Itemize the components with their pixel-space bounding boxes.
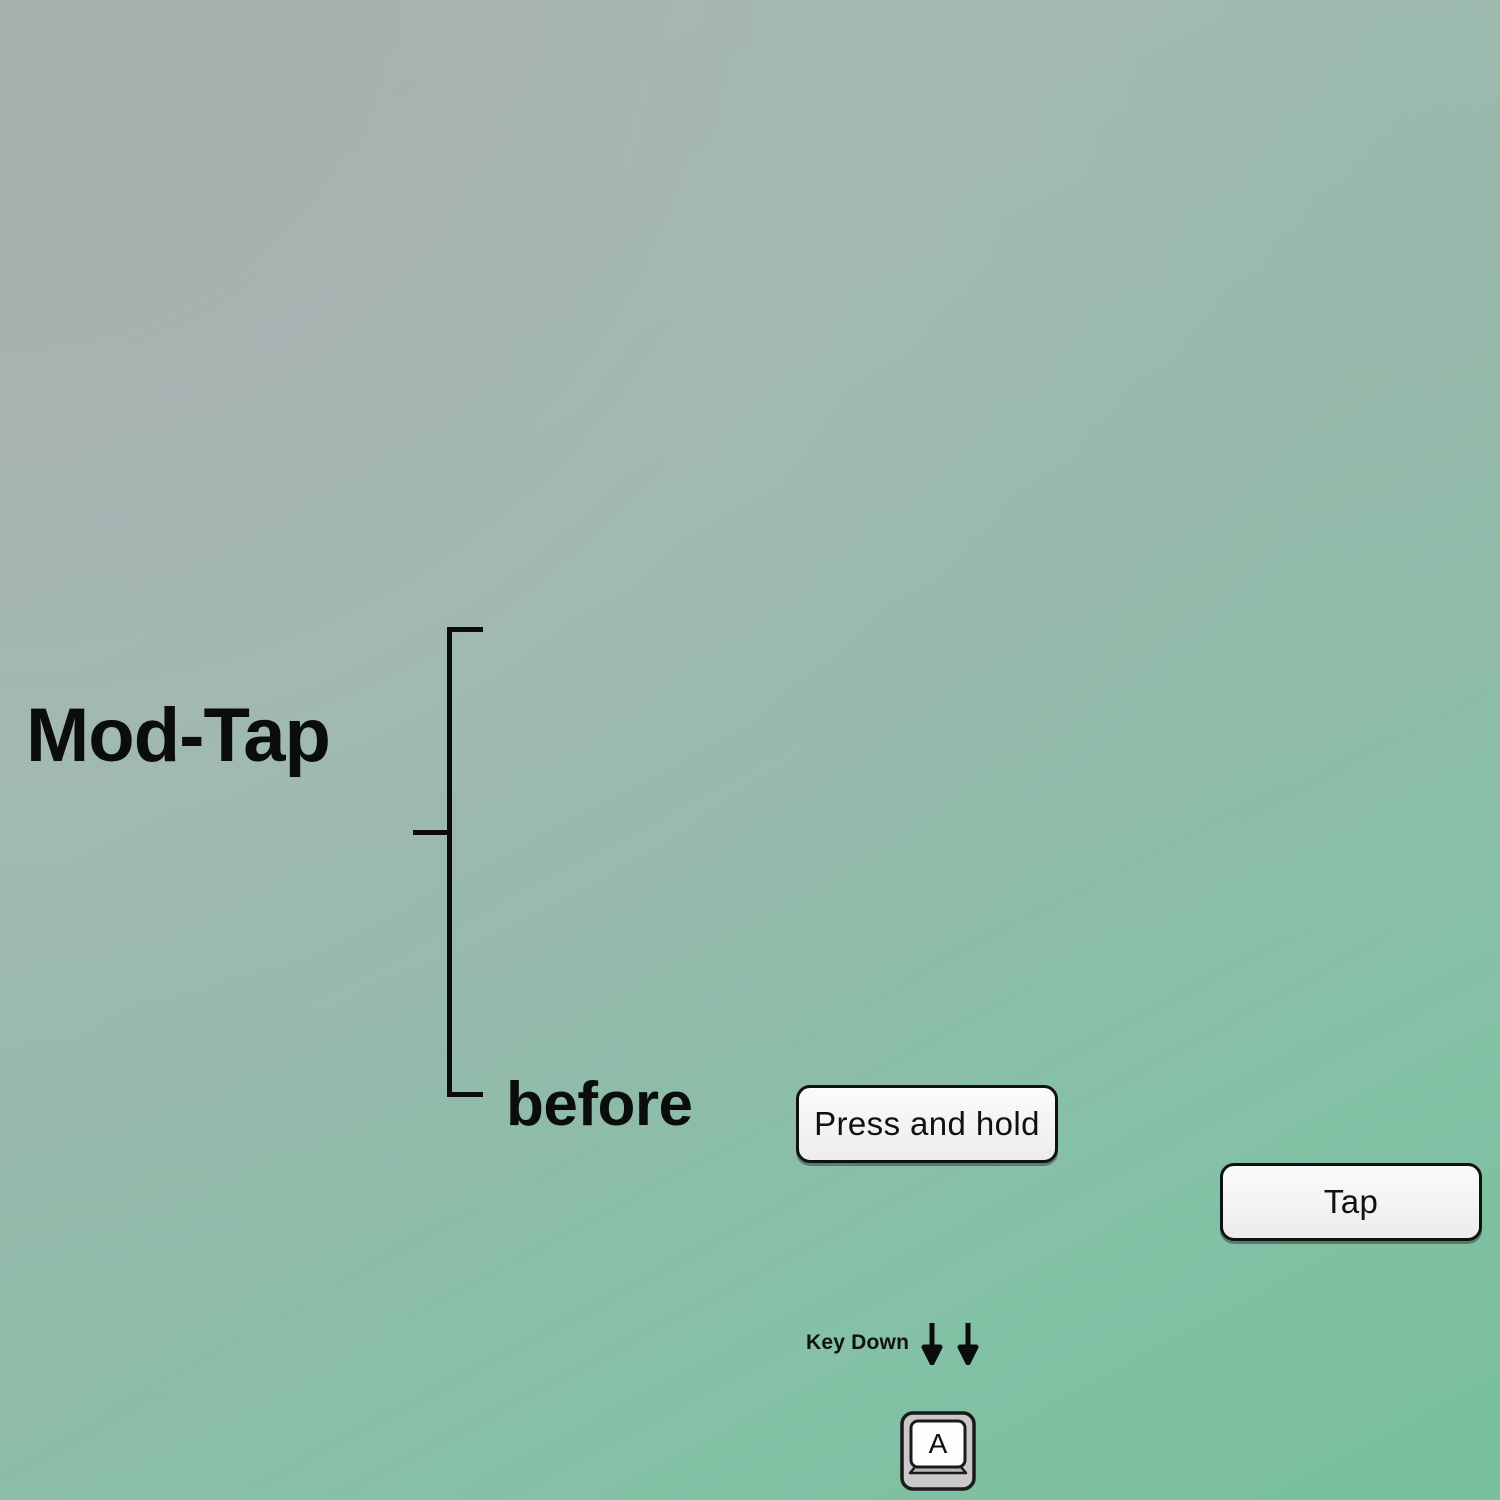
keycap-a[interactable]: A	[900, 1411, 976, 1491]
brace-bracket	[413, 627, 500, 1097]
bracket-stub-bottom	[447, 1092, 483, 1097]
pill-tap[interactable]: Tap	[1220, 1163, 1482, 1241]
pill-press-and-hold[interactable]: Press and hold	[796, 1085, 1058, 1163]
arrow-down-icon	[957, 1321, 979, 1366]
branch-label-before: before	[506, 1070, 693, 1139]
bracket-stub-top	[447, 627, 483, 632]
arrow-down-icon	[921, 1321, 943, 1366]
key-down-label: Key Down	[806, 1331, 910, 1354]
bracket-stub-middle	[413, 830, 449, 835]
page-title: Mod-Tap	[26, 693, 331, 778]
svg-text:A: A	[929, 1428, 948, 1459]
bracket-vertical-line	[447, 627, 452, 1097]
event-row-hold-before: Key Down	[806, 1321, 1500, 1366]
arrow-group	[921, 1321, 979, 1366]
